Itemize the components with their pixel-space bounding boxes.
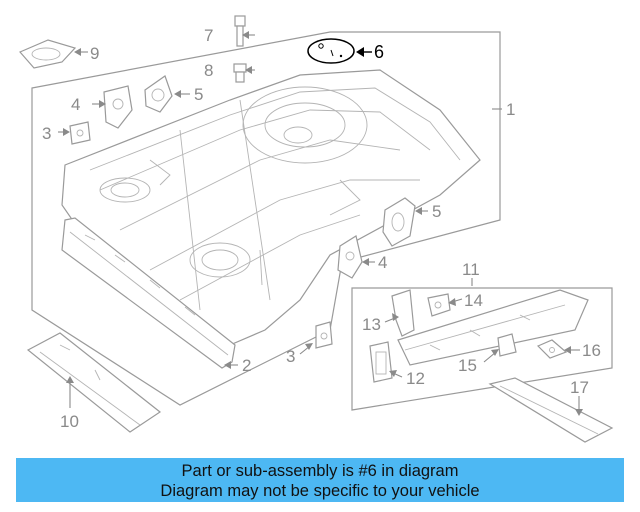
- callout-5-right: 5: [432, 202, 441, 221]
- bolt-7: [234, 15, 246, 47]
- callout-11: 11: [462, 260, 480, 279]
- rail-11: [397, 289, 589, 366]
- callout-14: 14: [464, 291, 483, 310]
- bracket-5-upper: [144, 75, 173, 113]
- callout-2: 2: [242, 356, 251, 375]
- callout-4-right: 4: [378, 253, 387, 272]
- reinforcement-10: [26, 332, 162, 433]
- callout-17: 17: [570, 378, 589, 397]
- leader-lines: [58, 31, 583, 416]
- bracket-15: [497, 333, 517, 357]
- info-banner: Part or sub-assembly is #6 in diagram Di…: [16, 458, 624, 502]
- plug-6-highlighted: [307, 38, 355, 64]
- callout-15: 15: [458, 356, 477, 375]
- callout-5-upper: 5: [194, 85, 203, 104]
- bracket-4-right: [337, 235, 363, 279]
- bracket-5-right: [382, 197, 416, 247]
- side-sill-rail: [61, 217, 236, 369]
- rail-17: [488, 377, 614, 443]
- callout-4-upper: 4: [71, 95, 80, 114]
- callout-7: 7: [204, 26, 213, 45]
- callout-9: 9: [90, 44, 99, 63]
- bracket-14: [427, 293, 451, 317]
- floor-pan: [61, 69, 481, 346]
- bracket-4-upper: [103, 85, 133, 129]
- banner-line-1: Part or sub-assembly is #6 in diagram: [181, 462, 459, 480]
- bracket-16: [536, 339, 568, 359]
- callout-10: 10: [60, 412, 79, 431]
- callout-16: 16: [582, 341, 601, 360]
- callout-3-upper: 3: [42, 124, 51, 143]
- callout-6-highlighted: 6: [374, 42, 384, 62]
- callout-8: 8: [204, 61, 213, 80]
- bracket-13: [391, 289, 415, 337]
- callout-3-lower: 3: [286, 347, 295, 366]
- parts-diagram: 7 8 9 4 5 3 1 5 4 2 3 10 11 14 13 12 15 …: [19, 15, 614, 443]
- bracket-3-lower: [315, 321, 333, 349]
- banner-line-2: Diagram may not be specific to your vehi…: [160, 482, 480, 500]
- callout-1: 1: [506, 100, 515, 119]
- callout-12: 12: [406, 369, 425, 388]
- plate-12: [369, 341, 393, 383]
- callout-13: 13: [362, 315, 381, 334]
- nut-8: [233, 63, 247, 83]
- bracket-3-upper: [69, 121, 91, 145]
- rail-subassembly-outline: [351, 287, 613, 411]
- cap-9: [19, 39, 77, 69]
